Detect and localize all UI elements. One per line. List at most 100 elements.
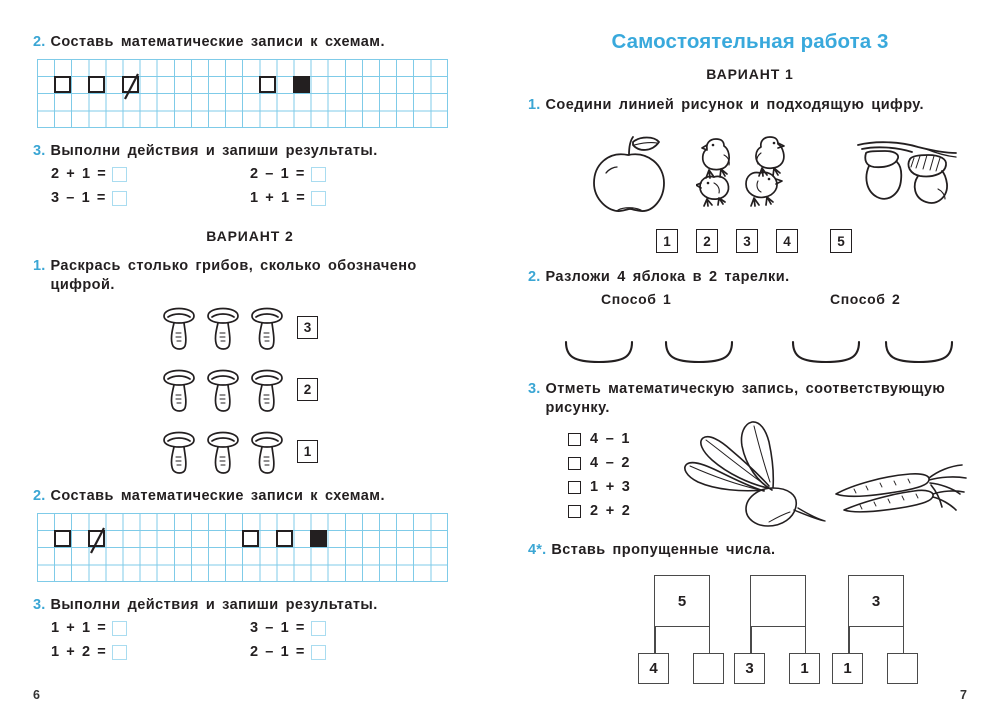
task-text: Выполни действия и запиши результаты.: [50, 143, 378, 159]
digit-option-1[interactable]: 1: [656, 229, 678, 253]
bond-leg-left: [848, 627, 850, 653]
bond-bottom-right-box[interactable]: [887, 653, 918, 684]
equation-row: 1 + 1 =: [250, 190, 327, 206]
option-checkbox[interactable]: [568, 456, 581, 470]
task-number: 2.: [33, 34, 46, 50]
scheme-cell-black: [310, 530, 327, 547]
answer-box[interactable]: [310, 644, 326, 660]
mushroom-row-2: [163, 369, 283, 412]
number-bond-2: 3 1: [732, 575, 827, 687]
option-row[interactable]: 1 + 3: [568, 479, 632, 495]
answer-box[interactable]: [112, 166, 128, 182]
variant-heading: ВАРИАНТ 2: [206, 228, 294, 244]
right-page: Самостоятельная работа 3 ВАРИАНТ 1 1. Со…: [500, 0, 1000, 718]
number-bond-3: 3 1: [830, 575, 925, 687]
option-checkbox[interactable]: [568, 480, 581, 494]
bond-bottom-left-box[interactable]: 1: [832, 653, 863, 684]
digit-option-4[interactable]: 4: [776, 229, 798, 253]
task-number: 3.: [33, 143, 46, 159]
option-label: 4 – 2: [590, 455, 632, 471]
plate-shape[interactable]: [790, 340, 862, 366]
bond-leg-left: [654, 627, 656, 653]
digit-option-3[interactable]: 3: [736, 229, 758, 253]
digit-option-2[interactable]: 2: [696, 229, 718, 253]
equation-row: 3 – 1 =: [51, 190, 127, 206]
task-text: Отметь математическую запись, соответств…: [545, 381, 946, 416]
answer-box[interactable]: [310, 166, 326, 182]
option-row[interactable]: 4 – 1: [568, 431, 631, 447]
bond-bottom-right-box[interactable]: 1: [789, 653, 820, 684]
cross-out-icon: [90, 527, 105, 554]
apple-picture: [593, 136, 665, 212]
mushroom-count-box[interactable]: 1: [297, 440, 318, 463]
task-text: Раскрась столько грибов, сколько обознач…: [50, 258, 417, 293]
carrots-picture: [835, 464, 967, 513]
equation-row: 2 – 1 =: [250, 644, 326, 660]
task-text: Составь математические записи к схемам.: [50, 488, 385, 504]
equation-row: 1 + 2 =: [51, 644, 128, 660]
scheme-cell-crossed: [88, 527, 105, 554]
equation-row: 2 + 1 =: [51, 166, 128, 182]
option-checkbox[interactable]: [568, 432, 581, 446]
bond-leg-right: [804, 627, 806, 653]
mushroom-count-box[interactable]: 3: [297, 316, 318, 339]
option-row[interactable]: 2 + 2: [568, 503, 632, 519]
option-label: 1 + 3: [590, 479, 632, 495]
answer-box[interactable]: [111, 190, 127, 206]
scheme-cell-white: [88, 76, 105, 93]
page-number-right: 7: [960, 688, 967, 702]
equation-expression: 2 – 1 =: [250, 644, 306, 660]
answer-box[interactable]: [311, 190, 327, 206]
scheme-cell-white: [54, 76, 71, 93]
scheme-grid-bottom: [37, 513, 448, 582]
bond-top-box[interactable]: [750, 575, 806, 627]
task-3: 3. Отметь математическую запись, соответ…: [528, 380, 980, 418]
equation-row: 3 – 1 =: [250, 620, 326, 636]
scheme-cell-white: [259, 76, 276, 93]
option-label: 2 + 2: [590, 503, 632, 519]
task-2-top: 2. Составь математические записи к схема…: [33, 33, 473, 52]
worksheet-title: Самостоятельная работа 3: [611, 30, 889, 53]
bond-top-box[interactable]: 3: [848, 575, 904, 627]
plate-shape[interactable]: [883, 340, 955, 366]
bond-leg-right: [708, 627, 710, 653]
task-2-bottom: 2. Составь математические записи к схема…: [33, 487, 473, 506]
option-row[interactable]: 4 – 2: [568, 455, 631, 471]
digit-option-5[interactable]: 5: [830, 229, 852, 253]
equation-expression: 1 + 2 =: [51, 644, 108, 660]
method-label-1: Способ 1: [601, 291, 672, 307]
page-number-left: 6: [33, 688, 40, 702]
task-number: 4*.: [528, 542, 547, 558]
scheme-cell-white: [242, 530, 259, 547]
bond-top-box[interactable]: 5: [654, 575, 710, 627]
equation-expression: 1 + 1 =: [250, 190, 307, 206]
scheme-cell-white: [276, 530, 293, 547]
scheme-grid-top: [37, 59, 448, 128]
bond-bottom-left-box[interactable]: 3: [734, 653, 765, 684]
mushroom-count-box[interactable]: 2: [297, 378, 318, 401]
task-number: 2.: [528, 269, 541, 285]
answer-box[interactable]: [112, 620, 128, 636]
equation-expression: 3 – 1 =: [51, 190, 107, 206]
mushroom-row-3: [163, 431, 283, 474]
left-page: 2. Составь математические записи к схема…: [33, 33, 473, 702]
acorns-picture: [857, 141, 957, 204]
answer-box[interactable]: [112, 644, 128, 660]
variant-heading: ВАРИАНТ 1: [706, 66, 794, 82]
chicks-picture: [696, 136, 785, 207]
task-text: Вставь пропущенные числа.: [551, 542, 776, 558]
task-number: 3.: [33, 597, 46, 613]
bond-bottom-right-box[interactable]: [693, 653, 724, 684]
plate-shape[interactable]: [663, 340, 735, 366]
task-number: 1.: [33, 258, 46, 274]
cross-out-icon: [124, 73, 139, 100]
task-2: 2. Разложи 4 яблока в 2 тарелки.: [528, 268, 978, 287]
task-1: 1. Соедини линией рисунок и подходящую ц…: [528, 96, 978, 115]
bond-leg-right: [902, 627, 904, 653]
bond-bottom-left-box[interactable]: 4: [638, 653, 669, 684]
method-label-2: Способ 2: [830, 291, 901, 307]
plate-shape[interactable]: [563, 340, 635, 366]
task-4: 4*. Вставь пропущенные числа.: [528, 541, 978, 560]
answer-box[interactable]: [310, 620, 326, 636]
option-checkbox[interactable]: [568, 504, 581, 518]
